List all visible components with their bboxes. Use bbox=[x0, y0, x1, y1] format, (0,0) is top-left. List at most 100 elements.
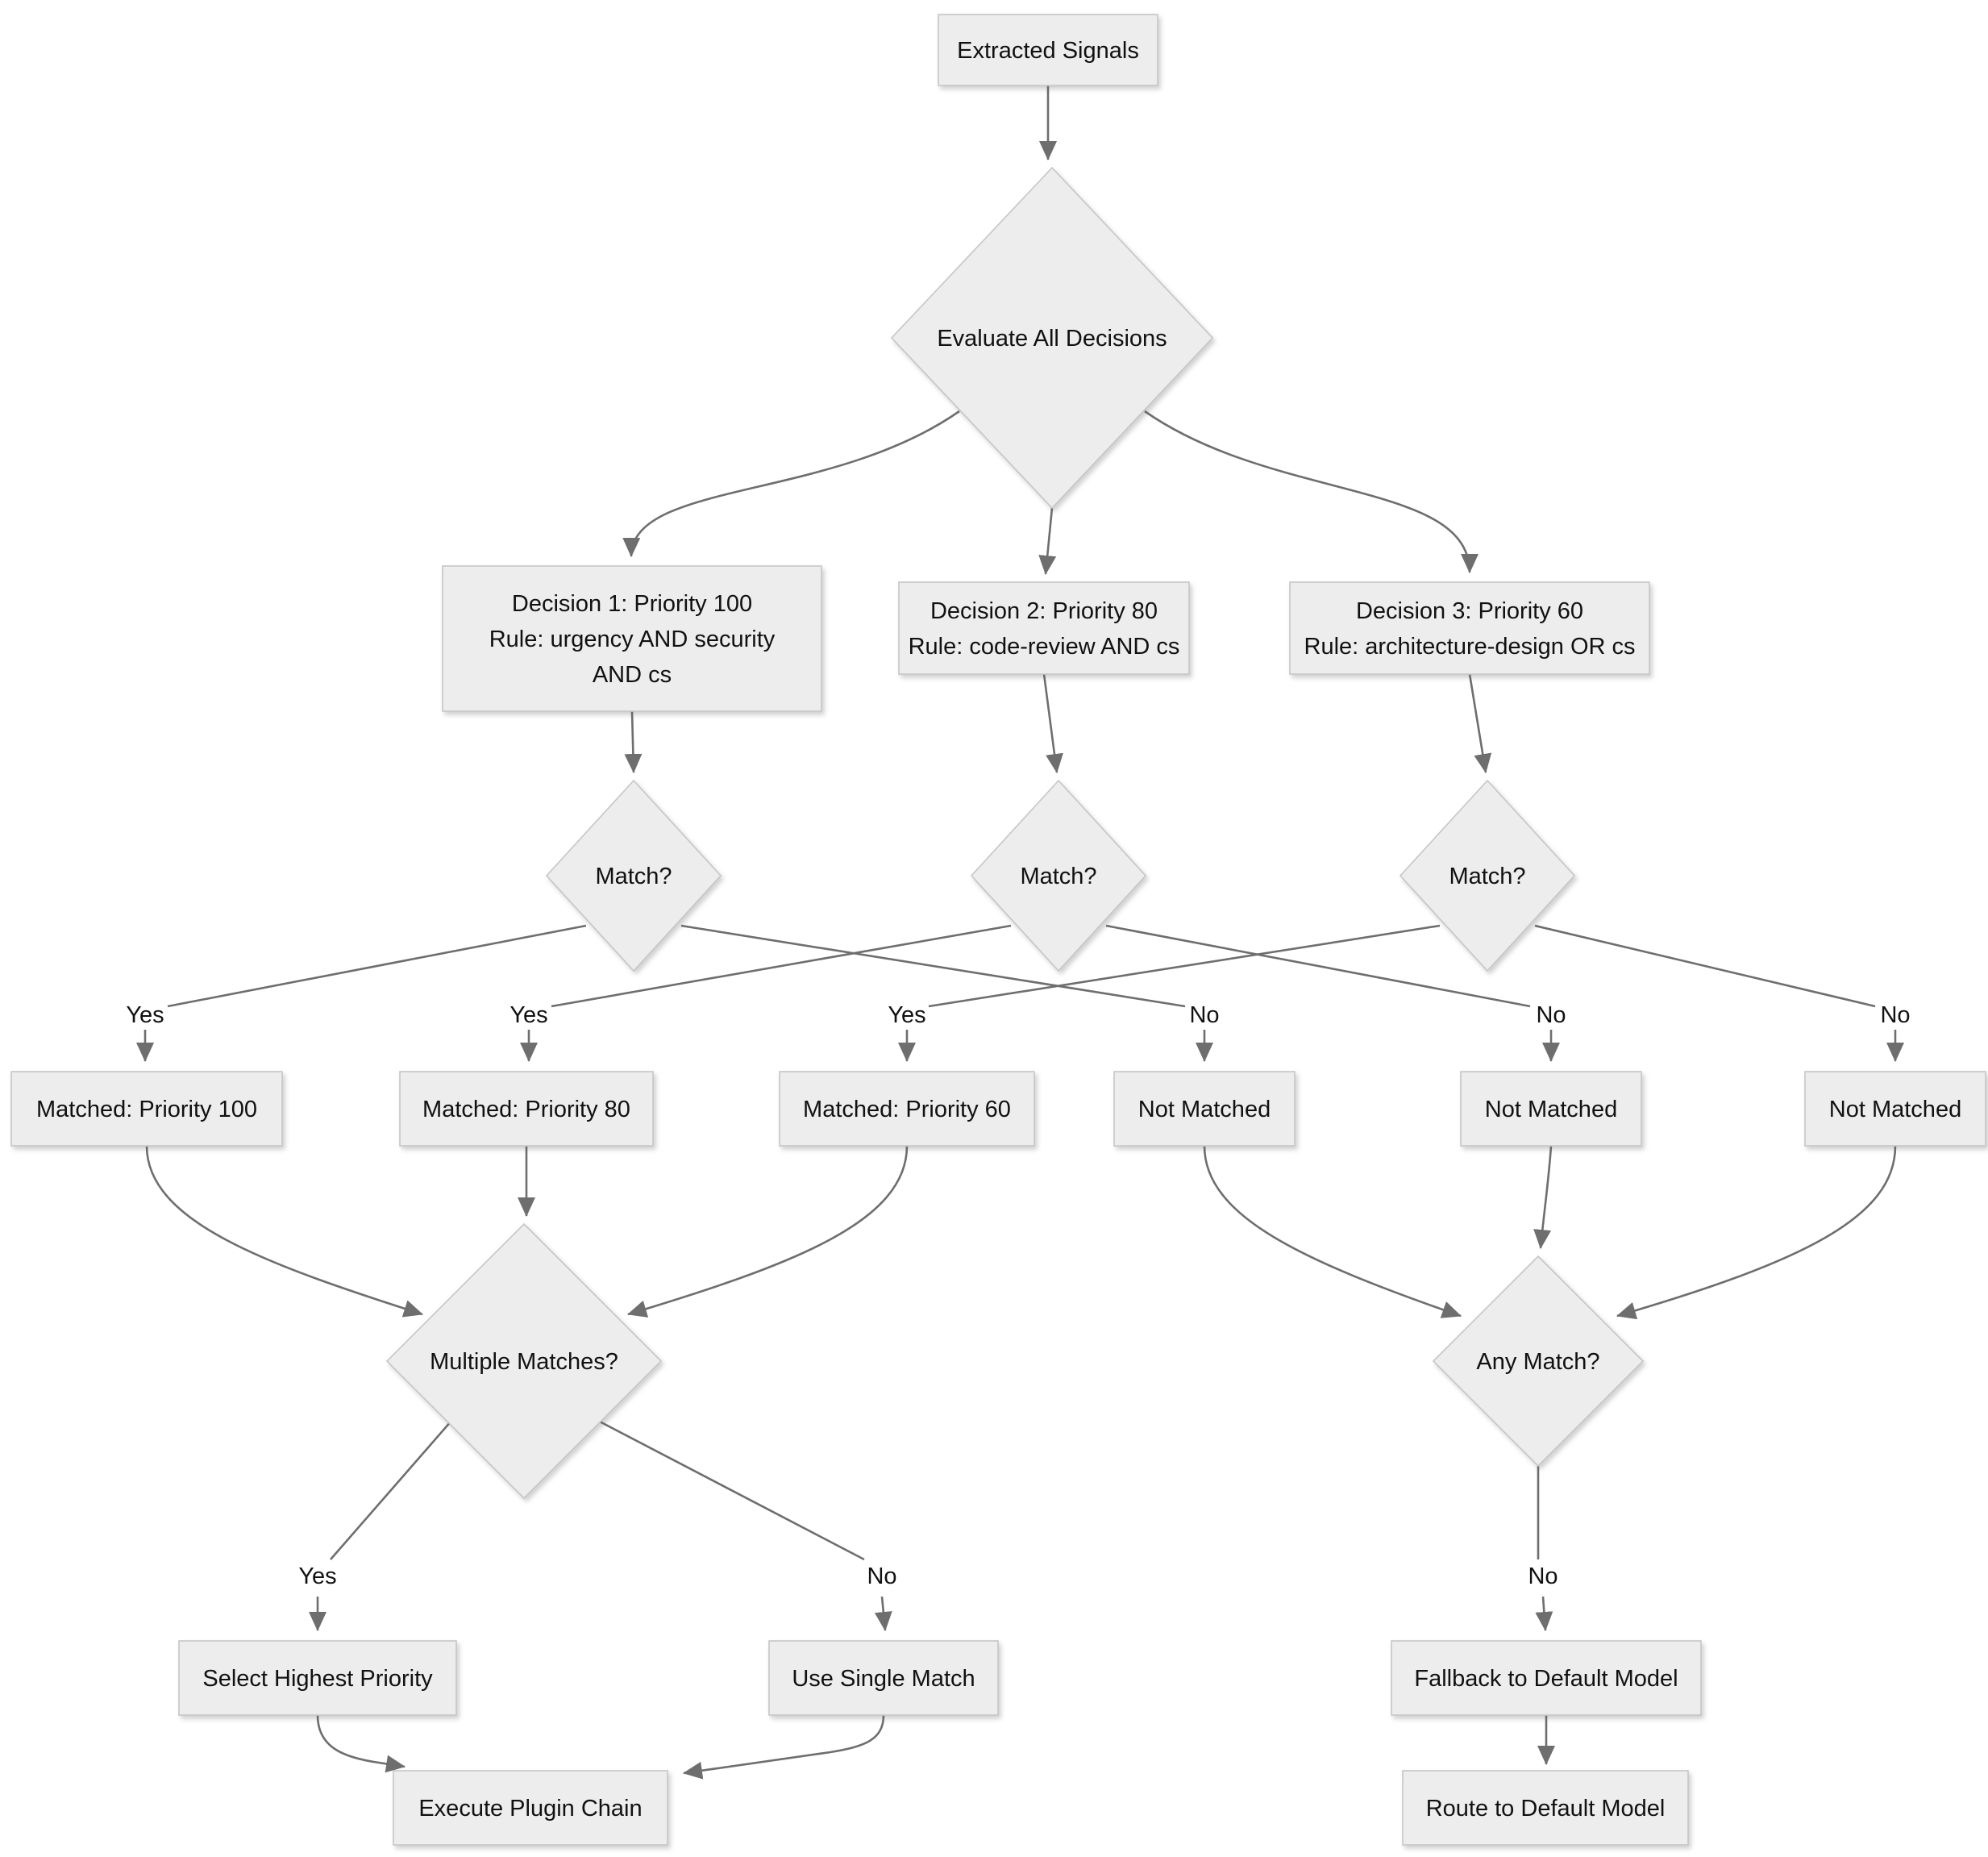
matched-priority-60-box bbox=[779, 1071, 1035, 1147]
edge-label-no-2: No bbox=[1536, 1002, 1566, 1028]
edge-notmatched3-to-anymatch bbox=[1616, 1145, 1897, 1320]
edge-match1-no-line bbox=[680, 924, 1186, 1008]
not-matched-3-box bbox=[1804, 1071, 1986, 1147]
edge-label-anymatch-no: No bbox=[1528, 1563, 1558, 1589]
match-2-diamond bbox=[970, 779, 1147, 972]
decision-3-box bbox=[1289, 581, 1650, 675]
edge-decision2-to-match2 bbox=[1042, 673, 1063, 773]
decision-2-box bbox=[898, 581, 1190, 675]
select-highest-priority-label: Select Highest Priority bbox=[202, 1666, 433, 1692]
node-any-match: Any Match? bbox=[1432, 1255, 1645, 1468]
edge-label-yes-1: Yes bbox=[126, 1002, 164, 1028]
matched-priority-60-label: Matched: Priority 60 bbox=[803, 1097, 1011, 1122]
match-3-label: Match? bbox=[1449, 864, 1525, 889]
edge-matched100-to-multiple bbox=[145, 1145, 423, 1318]
use-single-match-label: Use Single Match bbox=[792, 1666, 975, 1692]
edge-label-yes-3: Yes bbox=[888, 1002, 925, 1028]
node-extracted-signals: Extracted Signals bbox=[938, 14, 1158, 86]
fallback-to-default-model-box bbox=[1391, 1640, 1702, 1716]
node-matched-priority-60: Matched: Priority 60 bbox=[779, 1071, 1035, 1147]
matched-priority-100-label: Matched: Priority 100 bbox=[36, 1097, 257, 1122]
not-matched-2-box bbox=[1460, 1071, 1642, 1147]
edge-matched60-to-multiple bbox=[627, 1145, 909, 1318]
edge-match2-yes-line bbox=[551, 924, 1012, 1008]
edge-multiple-yes-line bbox=[330, 1420, 452, 1560]
route-to-default-model-label: Route to Default Model bbox=[1426, 1796, 1666, 1822]
multiple-matches-diamond bbox=[385, 1222, 663, 1500]
edge-decision3-to-match3 bbox=[1468, 673, 1492, 773]
edge-usesingle-to-execute bbox=[683, 1714, 885, 1780]
fallback-to-default-model-label: Fallback to Default Model bbox=[1414, 1666, 1678, 1692]
decision-1-line-3: AND cs bbox=[593, 662, 672, 688]
edge-multiple-no-line bbox=[597, 1419, 865, 1561]
node-not-matched-1: Not Matched bbox=[1113, 1071, 1296, 1147]
any-match-label: Any Match? bbox=[1476, 1349, 1599, 1375]
edge-evaluate-to-decision1 bbox=[622, 410, 960, 557]
route-to-default-model-box bbox=[1402, 1770, 1689, 1846]
decision-3-line-2: Rule: architecture-design OR cs bbox=[1304, 634, 1636, 660]
node-not-matched-3: Not Matched bbox=[1804, 1071, 1986, 1147]
node-use-single-match: Use Single Match bbox=[768, 1640, 999, 1716]
node-route-to-default-model: Route to Default Model bbox=[1402, 1770, 1689, 1846]
match-1-label: Match? bbox=[595, 864, 672, 889]
decision-1-line-2: Rule: urgency AND security bbox=[489, 627, 776, 652]
edge-no-to-fallback bbox=[1535, 1596, 1553, 1631]
any-match-diamond bbox=[1432, 1255, 1645, 1468]
node-not-matched-2: Not Matched bbox=[1460, 1071, 1642, 1147]
not-matched-2-label: Not Matched bbox=[1485, 1097, 1617, 1122]
node-match-3: Match? bbox=[1399, 779, 1576, 972]
edge-match3-no-line bbox=[1534, 924, 1876, 1008]
edge-label-no-3: No bbox=[1880, 1002, 1910, 1028]
match-2-label: Match? bbox=[1020, 864, 1096, 889]
edge-select-to-execute bbox=[316, 1714, 406, 1773]
decision-1-line-1: Decision 1: Priority 100 bbox=[512, 591, 752, 617]
edge-label-yes-2: Yes bbox=[509, 1002, 547, 1028]
edge-no-to-usesingle bbox=[874, 1596, 892, 1631]
node-multiple-matches: Multiple Matches? bbox=[385, 1222, 663, 1500]
matched-priority-80-label: Matched: Priority 80 bbox=[422, 1097, 630, 1122]
edge-match3-yes-line bbox=[928, 924, 1441, 1008]
node-match-2: Match? bbox=[970, 779, 1147, 972]
matched-priority-100-box bbox=[10, 1071, 283, 1147]
match-3-diamond bbox=[1399, 779, 1576, 972]
select-highest-priority-box bbox=[178, 1640, 457, 1716]
edge-evaluate-to-decision2 bbox=[1038, 507, 1057, 575]
multiple-matches-label: Multiple Matches? bbox=[430, 1349, 618, 1375]
decision-3-line-1: Decision 3: Priority 60 bbox=[1356, 598, 1583, 624]
edge-match2-no-line bbox=[1105, 924, 1531, 1008]
execute-plugin-chain-label: Execute Plugin Chain bbox=[418, 1796, 642, 1822]
edge-label-multiple-yes: Yes bbox=[298, 1563, 336, 1589]
edge-notmatched2-to-anymatch bbox=[1533, 1145, 1553, 1249]
edge-notmatched1-to-anymatch bbox=[1203, 1145, 1462, 1318]
evaluate-all-decisions-label: Evaluate All Decisions bbox=[937, 326, 1167, 352]
evaluate-all-decisions-diamond bbox=[890, 166, 1214, 510]
node-matched-priority-100: Matched: Priority 100 bbox=[10, 1071, 283, 1147]
node-decision-3: Decision 3: Priority 60 Rule: architectu… bbox=[1289, 581, 1650, 675]
node-fallback-to-default-model: Fallback to Default Model bbox=[1391, 1640, 1702, 1716]
node-match-1: Match? bbox=[545, 779, 722, 972]
edge-decision1-to-match1 bbox=[624, 710, 643, 773]
edge-labels: Yes Yes Yes No No No Yes No No bbox=[126, 1002, 1910, 1589]
not-matched-1-label: Not Matched bbox=[1138, 1097, 1271, 1122]
edge-label-multiple-no: No bbox=[867, 1563, 896, 1589]
edge-match1-yes-line bbox=[167, 924, 587, 1008]
node-matched-priority-80: Matched: Priority 80 bbox=[399, 1071, 654, 1147]
extracted-signals-box bbox=[938, 14, 1158, 86]
execute-plugin-chain-box bbox=[393, 1770, 668, 1846]
node-evaluate-all-decisions: Evaluate All Decisions bbox=[890, 166, 1214, 510]
edges bbox=[136, 85, 1904, 1780]
node-decision-2: Decision 2: Priority 80 Rule: code-revie… bbox=[898, 581, 1190, 675]
use-single-match-box bbox=[768, 1640, 999, 1716]
extracted-signals-label: Extracted Signals bbox=[957, 38, 1139, 64]
node-decision-1: Decision 1: Priority 100 Rule: urgency A… bbox=[442, 565, 822, 712]
not-matched-1-box bbox=[1113, 1071, 1296, 1147]
node-select-highest-priority: Select Highest Priority bbox=[178, 1640, 457, 1716]
decision-2-line-2: Rule: code-review AND cs bbox=[909, 634, 1180, 660]
decision-2-line-1: Decision 2: Priority 80 bbox=[930, 598, 1158, 624]
node-execute-plugin-chain: Execute Plugin Chain bbox=[393, 1770, 668, 1846]
edge-evaluate-to-decision3 bbox=[1144, 410, 1479, 573]
match-1-diamond bbox=[545, 779, 722, 972]
edge-label-no-1: No bbox=[1189, 1002, 1219, 1028]
